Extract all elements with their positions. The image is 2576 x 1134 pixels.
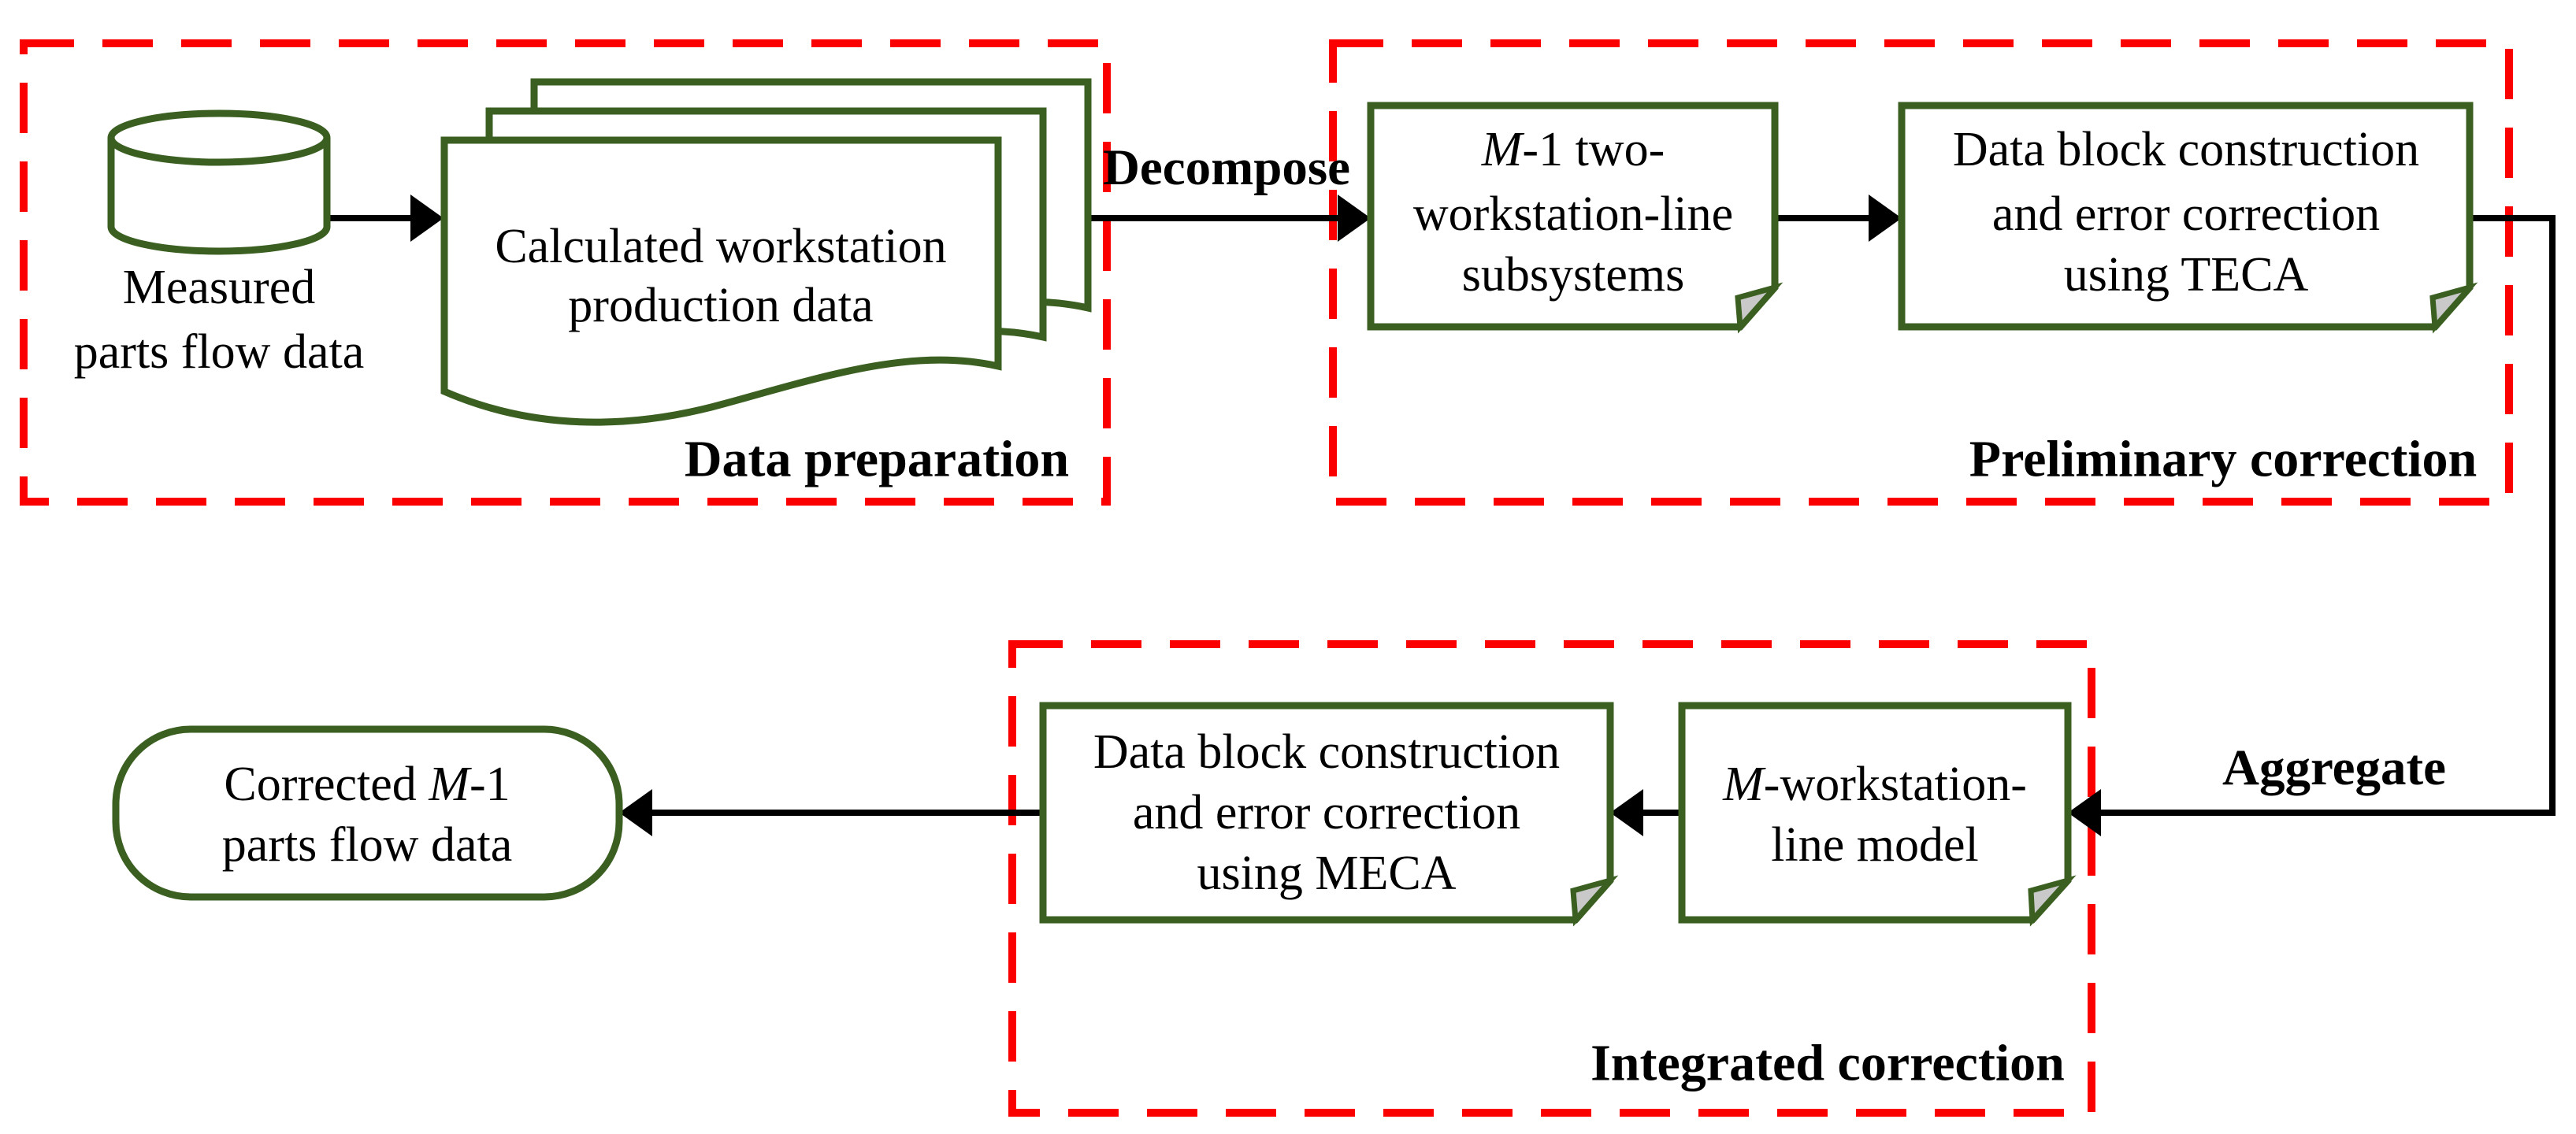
measured-db-label-line1: Measured — [123, 261, 315, 314]
connector-cylinder-to-docs — [327, 195, 444, 242]
multidocument-shape — [440, 78, 1092, 426]
database-cylinder-shape — [107, 109, 331, 255]
section-label-preliminary-correction: Preliminary correction — [1969, 431, 2478, 488]
section-label-integrated-correction: Integrated correction — [1591, 1035, 2065, 1092]
subsystems-note-line1-italic: M — [1481, 123, 1525, 176]
folded-corner-icon — [1570, 875, 1619, 927]
folded-corner-icon — [1735, 282, 1784, 334]
corrected-line1-italic: M — [428, 758, 472, 811]
corrected-line1-post: -1 — [470, 758, 510, 811]
teca-note-line1: Data block construction — [1953, 123, 2419, 176]
model-note-line1: M-workstation- — [1722, 758, 2027, 811]
calculated-docs-label-line2: production data — [568, 279, 873, 332]
aggregate-edge-label: Aggregate — [2222, 739, 2446, 796]
arrowhead-left-icon — [619, 789, 652, 836]
connector-aggregate — [2068, 215, 2556, 836]
connector-meca-to-corrected — [619, 789, 1043, 836]
measured-db-label-line2: parts flow data — [74, 325, 364, 379]
arrowhead-right-icon — [410, 195, 444, 242]
corrected-line1-pre: Corrected — [224, 758, 429, 811]
subsystems-note-line3: subsystems — [1462, 248, 1684, 302]
corrected-terminator-line1: Corrected M-1 — [224, 758, 510, 811]
arrowhead-right-icon — [1338, 195, 1371, 242]
subsystems-note-line1: M-1 two- — [1481, 123, 1665, 176]
section-box-preliminary-correction — [1329, 39, 2513, 506]
section-box-integrated-correction — [1008, 640, 2095, 1117]
connector-model-to-meca — [1610, 789, 1682, 836]
model-note-line2: line model — [1771, 818, 1978, 872]
connector-subsystems-to-teca — [1775, 195, 1902, 242]
teca-note-line3: using TECA — [2064, 248, 2309, 302]
section-label-data-preparation: Data preparation — [685, 431, 1069, 488]
section-box-data-preparation — [20, 39, 1111, 506]
subsystems-note-line2: workstation-line — [1413, 187, 1733, 241]
model-note-line1-italic: M — [1722, 758, 1766, 811]
meca-note-line1: Data block construction — [1093, 725, 1560, 779]
corrected-terminator-line2: parts flow data — [222, 818, 512, 872]
teca-note-shape — [1898, 102, 2478, 334]
meca-note-line2: and error correction — [1133, 786, 1520, 839]
teca-note-line2: and error correction — [1992, 187, 2380, 241]
folded-corner-icon — [2429, 282, 2478, 334]
calculated-docs-label-line1: Calculated workstation — [495, 220, 946, 273]
arrowhead-left-icon — [2068, 789, 2101, 836]
model-note-shape — [1678, 702, 2077, 927]
decompose-edge-label: Decompose — [1103, 139, 1350, 196]
folded-corner-icon — [2028, 875, 2077, 927]
model-note-line1-rest: -workstation- — [1764, 758, 2027, 811]
subsystems-note-line1-rest: -1 two- — [1522, 123, 1665, 176]
arrowhead-right-icon — [1869, 195, 1902, 242]
arrowhead-left-icon — [1610, 789, 1643, 836]
connector-decompose — [1087, 195, 1371, 242]
meca-note-shape — [1039, 702, 1619, 927]
corrected-terminator-shape — [112, 725, 623, 901]
subsystems-note-shape — [1367, 102, 1784, 334]
meca-note-line3: using MECA — [1197, 847, 1457, 900]
